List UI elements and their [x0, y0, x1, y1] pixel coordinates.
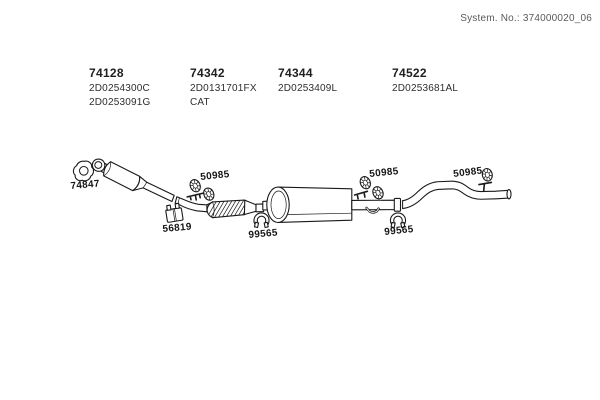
seal-ring-front-drawing	[253, 212, 270, 229]
system-number: System. No.: 374000020_06	[460, 13, 592, 24]
catalytic-converter-drawing	[206, 199, 265, 219]
part-number: 74128	[89, 66, 124, 80]
part-code: 2D0254300C	[89, 83, 150, 94]
part-group-3: 74344 2D0253409L	[278, 67, 337, 96]
part-number: 74344	[278, 66, 313, 80]
part-code: 2D0253409L	[278, 83, 338, 94]
part-number: 74522	[392, 66, 427, 80]
muffler-drawing	[262, 186, 402, 224]
part-group-4: 74522 2D0253681AL	[392, 67, 458, 96]
part-code: 2D0253091G	[89, 97, 151, 108]
tailpipe-drawing	[401, 180, 512, 210]
hanger-mounts-front-drawing	[186, 177, 217, 203]
seal-ring-rear-drawing	[389, 212, 407, 229]
part-code: 2D0253681AL	[392, 83, 459, 94]
hanger-mount-rear-drawing	[478, 167, 494, 192]
clamp-drawing	[165, 202, 184, 223]
gasket-drawing	[72, 160, 94, 182]
part-group-1: 74128 2D0254300C 2D0253091G	[89, 67, 151, 110]
part-group-2: 74342 2D0131701FX CAT	[190, 67, 257, 110]
part-number: 74342	[190, 66, 225, 80]
front-pipe-drawing	[91, 158, 175, 203]
part-code: 2D0131701FX	[190, 83, 257, 94]
part-code: CAT	[190, 97, 210, 108]
